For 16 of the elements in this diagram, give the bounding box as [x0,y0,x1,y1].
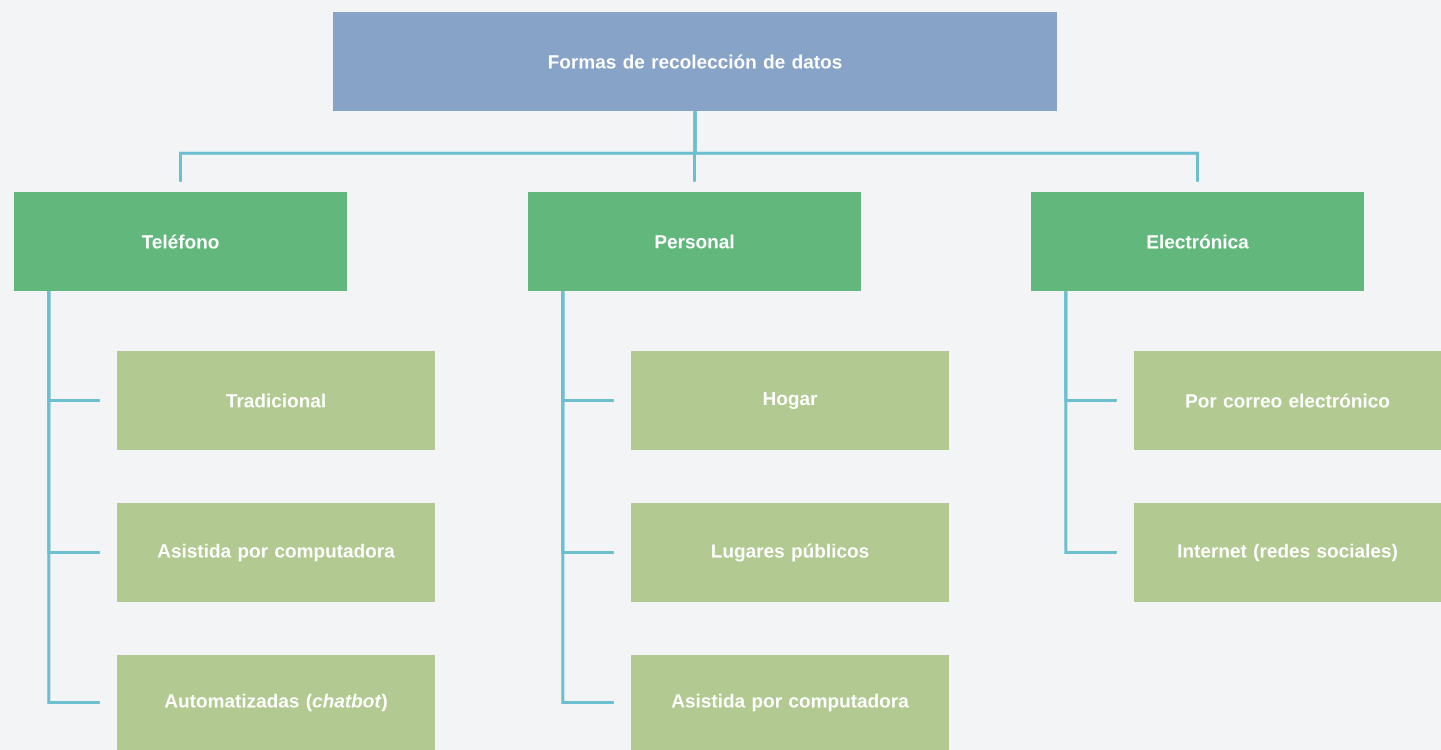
item-box: Tradicional [117,351,435,450]
connector-line [561,291,614,704]
connector-line [47,291,100,704]
connector-line [1064,291,1117,554]
item-box: Asistida por computadora [117,503,435,602]
item-box: Por correo electrónico [1134,351,1441,450]
connector-line [693,111,1199,182]
item-box: Asistida por computadora [631,655,949,750]
category-box: Personal [528,192,861,291]
item-box: Hogar [631,351,949,450]
category-box: Electrónica [1031,192,1364,291]
item-box: Lugares públicos [631,503,949,602]
category-box: Teléfono [14,192,347,291]
item-box: Automatizadas (chatbot) [117,655,435,750]
title-box: Formas de recolección de datos [333,12,1057,111]
item-box: Internet (redes sociales) [1134,503,1441,602]
